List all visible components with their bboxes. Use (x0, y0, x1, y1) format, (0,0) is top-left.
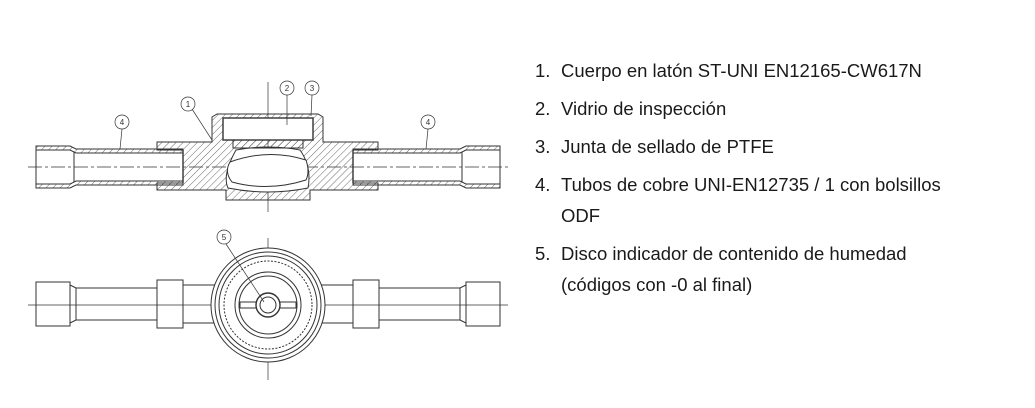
callout-5: 5 (216, 229, 232, 245)
legend-item: 1.Cuerpo en latón ST-UNI EN12165-CW617N (535, 60, 922, 81)
callouts: 1 2 3 4 4 5 (114, 80, 436, 303)
parts-legend: 1.Cuerpo en latón ST-UNI EN12165-CW617N … (535, 55, 1015, 307)
callout-4-right: 4 (420, 114, 436, 130)
callout-2: 2 (279, 80, 295, 96)
top-view (28, 238, 508, 380)
svg-text:3: 3 (310, 84, 315, 93)
callout-4-left: 4 (114, 114, 130, 130)
legend-item: 5.Disco indicador de contenido de humeda… (535, 243, 907, 295)
legend-item: 2.Vidrio de inspección (535, 98, 727, 119)
svg-text:4: 4 (120, 118, 125, 127)
technical-drawing: 1 2 3 4 4 5 (28, 80, 508, 380)
svg-text:4: 4 (426, 118, 431, 127)
callout-3: 3 (304, 80, 320, 96)
section-view (28, 82, 508, 212)
svg-text:2: 2 (285, 84, 290, 93)
legend-item: 4.Tubos de cobre UNI-EN12735 / 1 con bol… (535, 174, 941, 226)
legend-item: 3.Junta de sellado de PTFE (535, 136, 774, 157)
svg-text:5: 5 (222, 233, 227, 242)
svg-text:1: 1 (186, 100, 191, 109)
callout-1: 1 (180, 96, 196, 112)
